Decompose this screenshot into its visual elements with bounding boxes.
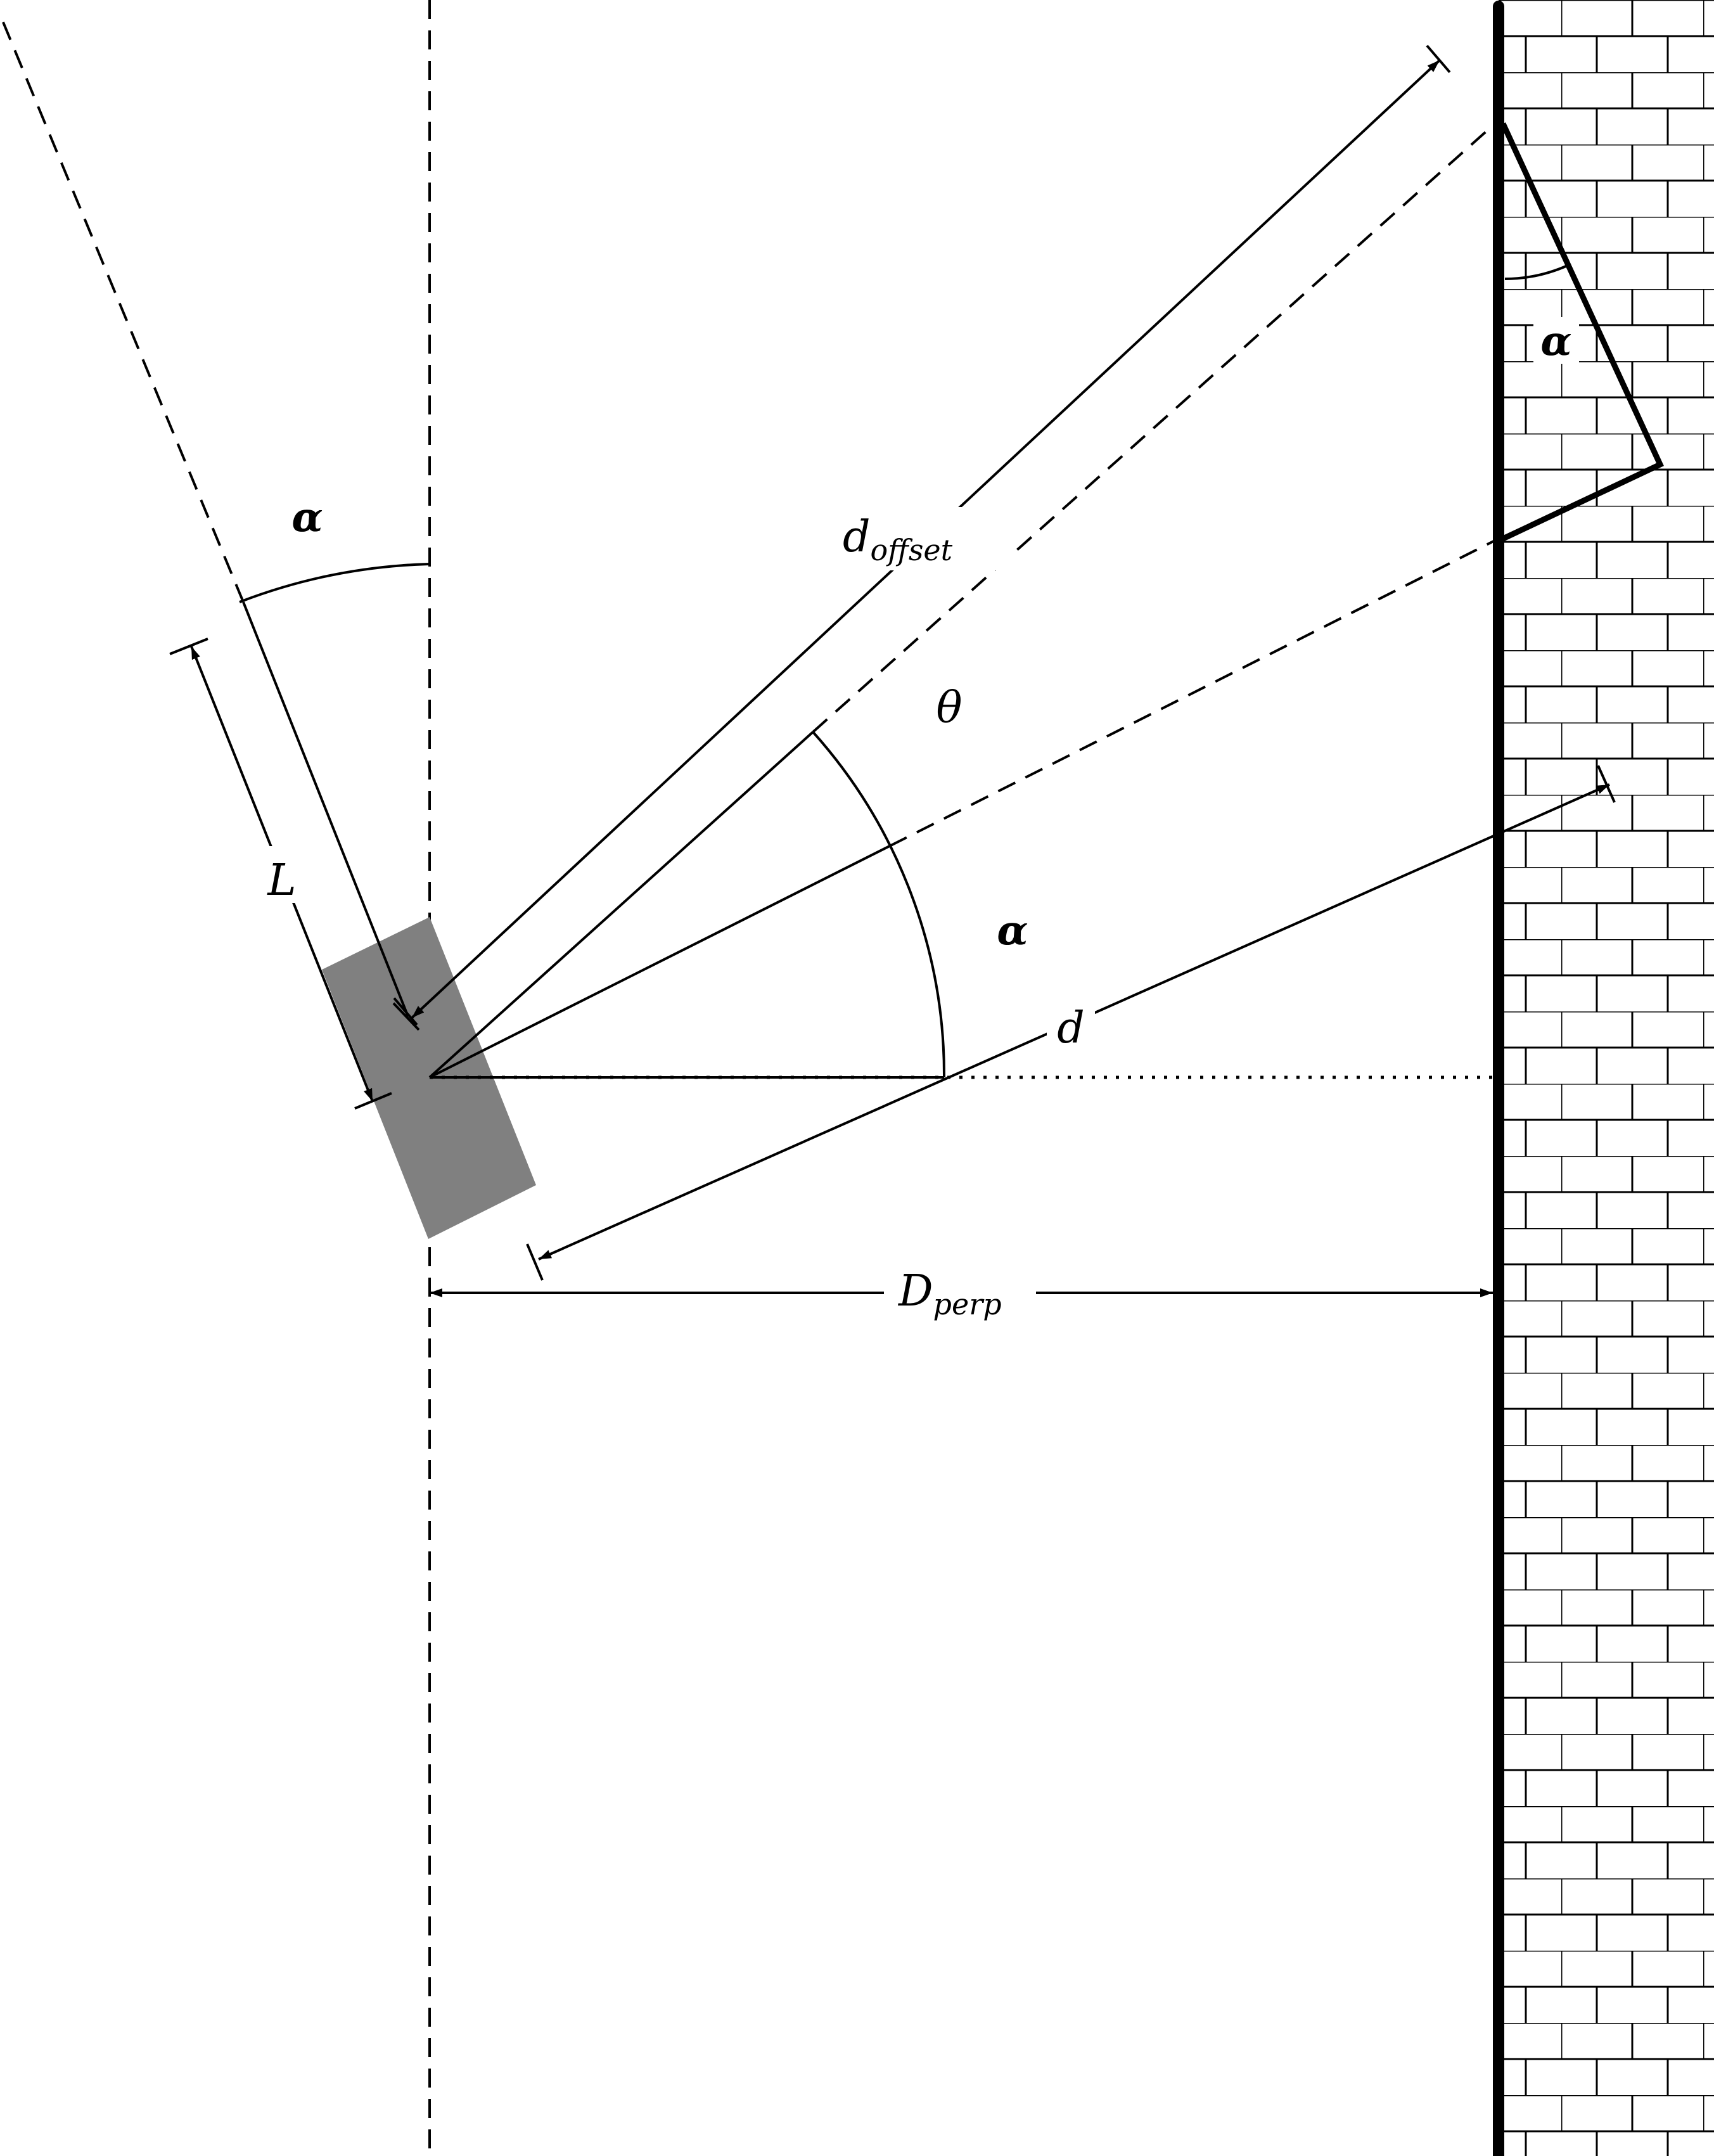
reflection-path [1500, 122, 1664, 542]
sensor-axis-solid [242, 601, 409, 1017]
sensor-direction-extension [889, 537, 1499, 847]
alpha-arc-top [239, 563, 430, 603]
offset-beam-extension [812, 119, 1500, 733]
alpha-theta-arc [812, 731, 946, 1078]
d-label: d [1057, 1003, 1085, 1053]
D-perp-label-bg [884, 1264, 1036, 1328]
d-offset-tick-start [393, 997, 418, 1026]
alpha-arc-wall [1504, 264, 1570, 280]
d-tick-start [526, 1243, 544, 1281]
L-tick-bottom [354, 1092, 392, 1110]
sensor-direction-line [429, 845, 890, 1079]
alpha-wall-label-bg [1533, 317, 1579, 364]
D-perp-label-main: D [897, 1266, 933, 1316]
brick-wall [1499, 0, 1714, 2156]
d-offset-label-bg [835, 507, 1013, 570]
d-offset-label-sub: offset [871, 533, 953, 567]
theta-label: θ [937, 683, 963, 733]
sensor-axis-dashed [2, 22, 245, 603]
D-perp-label: Dperp [897, 1266, 1002, 1321]
L-tick-top [169, 638, 208, 655]
L-label: L [266, 856, 296, 906]
L-label-bg [255, 846, 307, 903]
offset-beam-line [428, 731, 814, 1079]
alpha-wall-label: α [1540, 318, 1571, 365]
alpha-top-label: α [291, 494, 323, 541]
d-offset-label: doffset [843, 512, 953, 567]
D-perp-label-sub: perp [933, 1287, 1002, 1321]
d-offset-label-main: d [843, 512, 871, 562]
d-offset-tick-end [1426, 44, 1451, 74]
alpha-mid-label: α [997, 907, 1028, 954]
d-label-bg [1047, 998, 1095, 1054]
sensor-body [322, 917, 536, 1239]
sensor-axis-tick [392, 1002, 420, 1031]
d-tick-end [1597, 765, 1616, 803]
